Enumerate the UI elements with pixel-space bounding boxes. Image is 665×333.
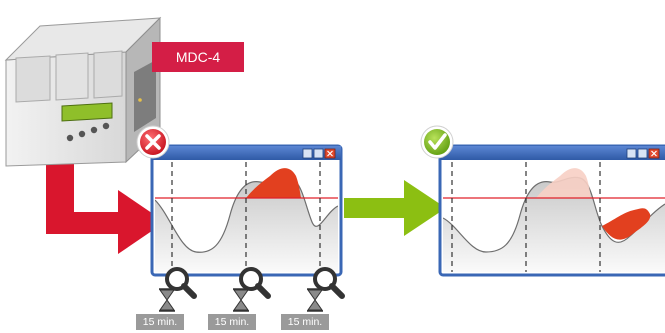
checkmark-icon xyxy=(420,125,454,159)
interval-label: 15 min. xyxy=(208,314,256,330)
device-label: MDC-4 xyxy=(152,42,244,72)
chart-window-ok xyxy=(438,144,665,277)
mdc-device-icon xyxy=(4,16,162,167)
minimize-icon[interactable] xyxy=(626,148,637,159)
x-icon xyxy=(136,125,170,159)
ok-arrow xyxy=(344,180,446,236)
maximize-icon[interactable] xyxy=(637,148,648,159)
shaved-peak xyxy=(536,168,591,198)
shifted-load xyxy=(602,208,651,240)
minimize-icon[interactable] xyxy=(302,148,313,159)
chart-window-error xyxy=(150,144,343,277)
error-arrow xyxy=(46,158,165,254)
interval-label: 15 min. xyxy=(281,314,329,330)
hourglass-magnifier-icon xyxy=(159,267,197,312)
peak-over-limit xyxy=(246,168,301,198)
hourglass-magnifier-icon xyxy=(233,267,271,312)
maximize-icon[interactable] xyxy=(313,148,324,159)
interval-label: 15 min. xyxy=(136,314,184,330)
hourglass-magnifier-icon xyxy=(307,267,345,312)
